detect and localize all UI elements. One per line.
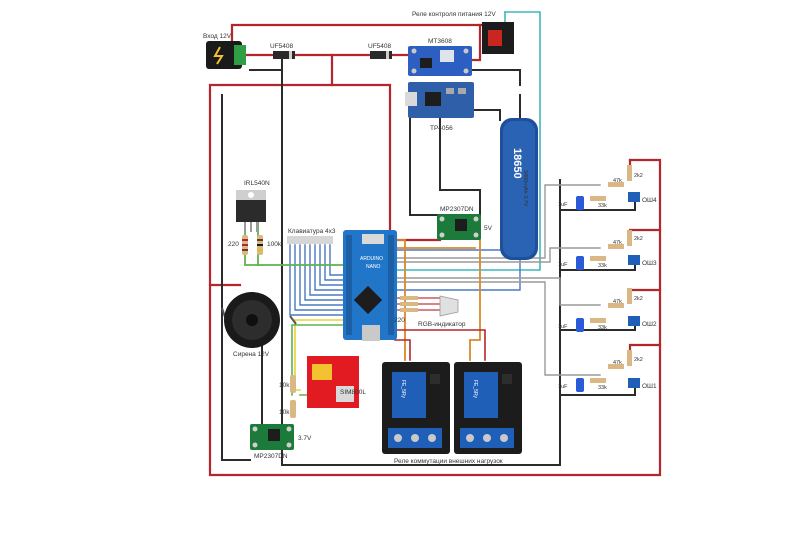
zone-circuit-4: 1uF 33k 47k 2k2 ОШ4 [558,165,657,210]
zone3-name: ОШ3 [642,260,657,267]
resistor-10k-2: 10k [279,400,296,418]
irl540n-label: IRL540N [244,180,270,187]
relay-1-text: FE_5Ry [400,380,406,399]
svg-text:ARDUINO: ARDUINO [360,256,383,262]
lightning-icon [213,46,224,65]
zone2-r33-label: 33k [598,325,607,331]
power-relay: Реле контроля питания 12V [412,11,514,54]
diode-1: UF5408 [270,43,295,59]
zone4-r2k2-label: 2k2 [634,173,643,179]
arduino-nano: ARDUINO NANO [343,230,397,341]
zone-circuit-3: 1uF 33k 47k 2k2 ОШ3 [558,230,657,270]
zone4-r33-label: 33k [598,203,607,209]
dc-input-jack: Вход 12V [203,33,246,69]
zone4-name: ОШ4 [642,197,657,204]
zone2-cap-label: 1uF [558,324,568,330]
zone2-r2k2-label: 2k2 [634,296,643,302]
resistor-10k-1: 10k [279,375,296,393]
r220-rgb-label: 220 [394,317,405,324]
load-relays-label: Реле коммутации внешних нагрузок [394,458,503,465]
r100k-label: 100k [267,241,282,248]
keypad-wires [289,244,521,316]
battery-18650: 18650 3400mAh 3.7V [500,118,538,260]
cyan-wires [394,11,541,271]
keypad-connector: Клавиатура 4x3 [287,228,336,244]
mt3608-module: MT3608 [408,38,472,76]
keypad-label: Клавиатура 4x3 [288,228,336,235]
r10k-1-label: 10k [279,382,290,389]
rgb-led [439,295,459,317]
zone1-name: ОШ1 [642,383,657,390]
zone3-r33-label: 33k [598,263,607,269]
relay-2-text: FE_5Ry [472,380,478,399]
diode-2-label: UF5408 [368,43,392,50]
wires [208,11,662,477]
battery-sublabel: 3400mAh 3.7V [522,170,528,207]
zone-wires [394,184,601,376]
v37-label: 3.7V [298,435,312,442]
rgb-label: RGB-индикатор [418,321,466,328]
zone1-r33-label: 33k [598,385,607,391]
tp4056-label: TP4056 [430,125,453,132]
load-relay-1: FE_5Ry [382,362,450,454]
r10k-2-label: 10k [279,409,290,416]
relay-power-wires [394,329,486,361]
zone1-r47-label: 47k [613,360,622,366]
zone4-r47-label: 47k [613,178,622,184]
v5-label: 5V [484,225,493,232]
tp4056-module: TP4056 [405,82,474,132]
zone2-r47-label: 47k [613,299,622,305]
mp2307-bottom-label: MP2307DN [254,453,288,460]
sim800l-module: SIM800L [307,356,366,408]
zone2-name: ОШ2 [642,321,657,328]
mt3608-label: MT3608 [428,38,452,45]
sim-wires [294,319,346,391]
sim800l-label: SIM800L [340,389,366,396]
zone3-r47-label: 47k [613,240,622,246]
resistor-100k: 100k [257,235,282,255]
rgb-led-group: 220 RGB-индикатор [394,295,466,328]
zone4-cap-label: 1uF [558,202,568,208]
zone1-r2k2-label: 2k2 [634,357,643,363]
svg-text:NANO: NANO [366,264,381,270]
zone1-cap-label: 1uF [558,384,568,390]
zone3-r2k2-label: 2k2 [634,236,643,242]
irl540n-mosfet: IRL540N [236,180,270,232]
diode-1-label: UF5408 [270,43,294,50]
relay-control-wires [394,239,481,361]
battery-label: 18650 [511,148,523,179]
zone-circuit-2: 1uF 33k 47k 2k2 ОШ2 [558,288,657,332]
input-label: Вход 12V [203,33,232,40]
siren-label: Сирена 12V [233,351,270,358]
mp2307-bottom-module: 3.7V MP2307DN [250,424,312,460]
mp2307-top-module: MP2307DN 5V [437,206,493,240]
siren-buzzer: Сирена 12V [221,292,297,358]
diode-2: UF5408 [368,43,392,59]
zone-circuit-1: 1uF 33k 47k 2k2 ОШ1 [558,350,657,392]
load-relay-2: FE_5Ry [454,362,522,454]
r220-gate-label: 220 [228,241,239,248]
resistor-220-gate: 220 [228,235,248,255]
mp2307-top-label: MP2307DN [440,206,474,213]
power-relay-label: Реле контроля питания 12V [412,11,496,18]
zone3-cap-label: 1uF [558,262,568,268]
